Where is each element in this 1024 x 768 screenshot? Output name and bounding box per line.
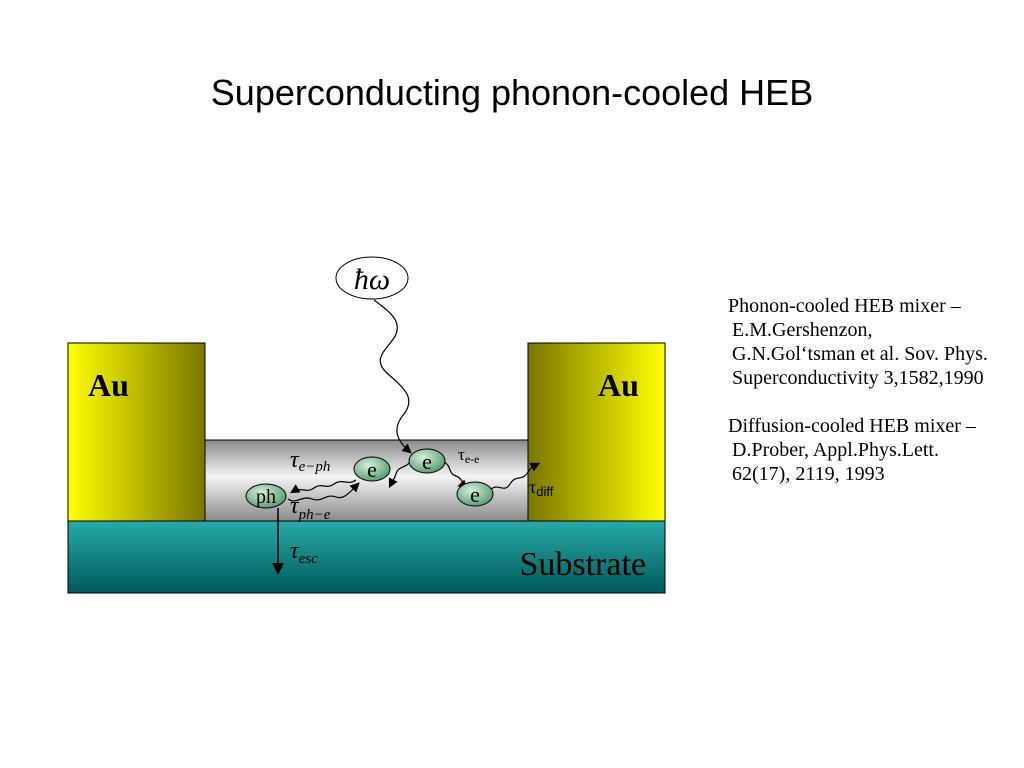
substrate-block: [67, 520, 666, 594]
electron-label: e: [422, 449, 432, 474]
electron-label: e: [367, 457, 377, 482]
electron-particle: e: [408, 448, 446, 474]
left-au-label: Au: [88, 367, 129, 403]
left-au-contact: [67, 342, 206, 522]
electron-particle: e: [353, 456, 391, 482]
tau-e-ph-label: τe−ph: [290, 447, 330, 475]
substrate-label: Substrate: [519, 546, 646, 583]
tau-esc-label: τesc: [290, 538, 318, 567]
right-au-contact: [527, 342, 666, 522]
phonon-particle: ph: [245, 483, 287, 509]
e-ph-wave: [289, 479, 357, 494]
reference-phonon-cooled: Phonon-cooled HEB mixer – E.M.Gershenzon…: [728, 295, 988, 389]
photon-wave: [373, 299, 412, 454]
tau-diff-label: τdiff: [529, 477, 554, 499]
e-e-wave-left: [388, 461, 411, 489]
references: Phonon-cooled HEB mixer – E.M.Gershenzon…: [728, 294, 998, 486]
ph-e-wave: [287, 482, 360, 502]
electron-label: e: [470, 482, 480, 507]
photon-bubble: [335, 256, 409, 300]
diffusion-wave: [489, 462, 541, 491]
phonon-label: ph: [256, 486, 276, 508]
tau-ph-e-label: τph−e: [290, 493, 331, 523]
right-au-label: Au: [598, 367, 639, 403]
photon-label: ħω: [354, 263, 390, 296]
electron-particle: e: [456, 481, 494, 507]
tau-e-e-label: τe-e: [458, 445, 480, 466]
page-title: Superconducting phonon-cooled HEB: [210, 72, 814, 113]
reference-diffusion-cooled: Diffusion-cooled HEB mixer – D.Prober, A…: [728, 415, 976, 485]
